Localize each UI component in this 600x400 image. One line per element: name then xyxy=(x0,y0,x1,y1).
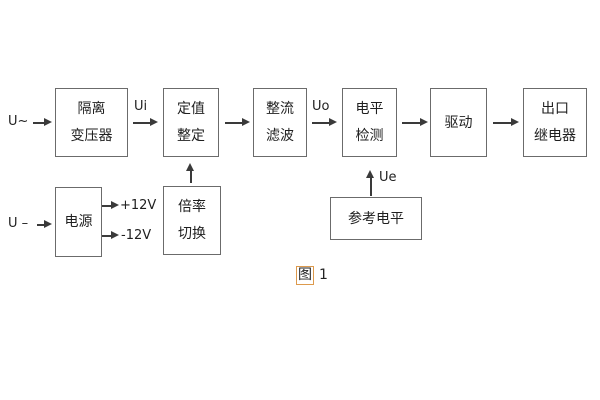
label-input-dc: U – xyxy=(8,216,29,231)
arrow-rectifier-to-level xyxy=(312,119,337,126)
arrow-input-dc xyxy=(37,221,52,228)
box-level-detect-line1: 电平 xyxy=(355,101,384,117)
box-rectifier-filter-line1: 整流 xyxy=(266,101,294,117)
box-rectifier-filter-line2: 滤波 xyxy=(266,128,294,144)
arrow-level-to-drive xyxy=(402,119,428,126)
box-level-detect-line2: 检测 xyxy=(355,128,384,144)
label-signal-uo: Uo xyxy=(312,99,330,114)
label-signal-ui: Ui xyxy=(134,99,148,114)
label-input-ac: U~ xyxy=(8,114,29,129)
box-setpoint-adjust: 定值 整定 xyxy=(163,88,219,157)
label-signal-ue: Ue xyxy=(379,170,397,185)
box-ratio-switch-line1: 倍率 xyxy=(178,199,206,215)
arrow-setpoint-to-rectifier xyxy=(225,119,250,126)
label-rail-pos: +12V xyxy=(120,198,157,213)
box-rectifier-filter: 整流 滤波 xyxy=(253,88,307,157)
arrow-rail-pos xyxy=(102,202,119,209)
box-output-relay-line1: 出口 xyxy=(541,101,569,117)
box-drive-line1: 驱动 xyxy=(444,114,473,131)
box-setpoint-adjust-line1: 定值 xyxy=(177,101,205,117)
box-reference-level-line1: 参考电平 xyxy=(348,210,404,227)
box-setpoint-adjust-line2: 整定 xyxy=(177,128,205,144)
arrow-transformer-to-setpoint xyxy=(133,119,158,126)
figure-caption-number: 1 xyxy=(319,267,328,283)
figure-caption-prefix: 图 xyxy=(296,266,314,285)
box-isolation-transformer-line1: 隔离 xyxy=(77,101,106,117)
arrow-ratio-to-setpoint xyxy=(187,163,193,183)
box-drive: 驱动 xyxy=(430,88,487,157)
box-ratio-switch-line2: 切换 xyxy=(178,226,206,242)
arrow-input-ac xyxy=(33,119,52,126)
box-power-supply-line1: 电源 xyxy=(64,214,93,230)
figure-caption: 图 1 xyxy=(296,266,328,285)
box-output-relay: 出口 继电器 xyxy=(523,88,587,157)
arrow-reference-to-level xyxy=(367,170,373,196)
label-rail-neg: -12V xyxy=(121,228,152,243)
arrow-rail-neg xyxy=(102,232,119,239)
box-isolation-transformer-line2: 变压器 xyxy=(70,128,113,144)
box-isolation-transformer: 隔离 变压器 xyxy=(55,88,128,157)
box-reference-level: 参考电平 xyxy=(330,197,422,240)
box-level-detect: 电平 检测 xyxy=(342,88,397,157)
box-power-supply: 电源 xyxy=(55,187,102,257)
arrow-drive-to-relay xyxy=(493,119,519,126)
box-output-relay-line2: 继电器 xyxy=(534,128,576,144)
box-ratio-switch: 倍率 切换 xyxy=(163,186,221,255)
